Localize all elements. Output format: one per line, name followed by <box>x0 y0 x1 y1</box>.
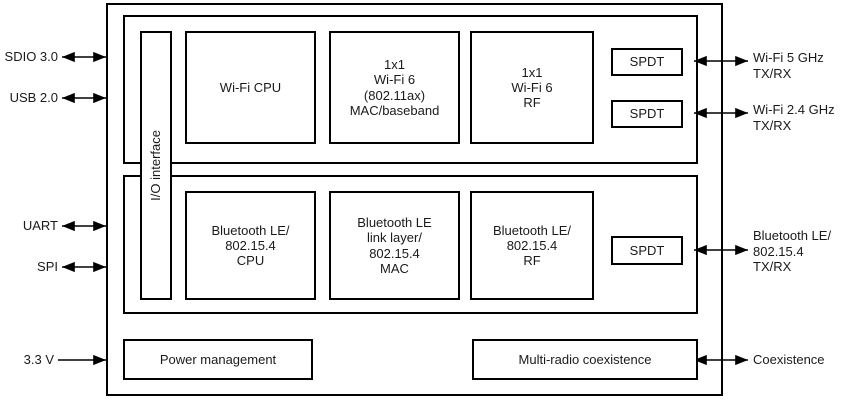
bt-cpu-block[interactable]: Bluetooth LE/ 802.15.4 CPU <box>185 191 316 300</box>
power-management-block[interactable]: Power management <box>123 339 313 380</box>
soc-outline <box>106 3 723 396</box>
spdt-wifi-24ghz-label: SPDT <box>629 106 665 122</box>
wifi-rf-label: 1x1 Wi-Fi 6 RF <box>511 64 553 111</box>
bt-link-layer-block[interactable]: Bluetooth LE link layer/ 802.15.4 MAC <box>329 191 460 300</box>
wifi-rf-block[interactable]: 1x1 Wi-Fi 6 RF <box>470 31 594 144</box>
bluetooth-subsystem-outline <box>123 175 698 314</box>
port-bt-label: Bluetooth LE/ 802.15.4 TX/RX <box>753 228 832 275</box>
bt-rf-label: Bluetooth LE/ 802.15.4 RF <box>492 222 572 269</box>
spdt-wifi-24ghz-block[interactable]: SPDT <box>611 100 683 128</box>
wifi-subsystem-outline <box>123 15 698 164</box>
multi-radio-coexistence-label: Multi-radio coexistence <box>518 351 652 367</box>
spdt-wifi-5ghz-label: SPDT <box>629 54 665 70</box>
port-coexistence-label: Coexistence <box>753 352 825 367</box>
bt-cpu-label: Bluetooth LE/ 802.15.4 CPU <box>211 222 290 269</box>
bt-rf-block[interactable]: Bluetooth LE/ 802.15.4 RF <box>470 191 594 300</box>
multi-radio-coexistence-block[interactable]: Multi-radio coexistence <box>472 339 698 380</box>
port-wifi-5ghz-label: Wi-Fi 5 GHz TX/RX <box>753 50 824 81</box>
wifi-mac-baseband-label: 1x1 Wi-Fi 6 (802.11ax) MAC/baseband <box>349 56 440 118</box>
spdt-wifi-5ghz-block[interactable]: SPDT <box>611 48 683 76</box>
port-wifi-24ghz-label: Wi-Fi 2.4 GHz TX/RX <box>753 102 835 133</box>
wifi-cpu-label: Wi-Fi CPU <box>219 79 282 95</box>
spdt-bt-block[interactable]: SPDT <box>611 236 683 265</box>
power-management-label: Power management <box>159 351 277 367</box>
port-usb-label: USB 2.0 <box>9 90 58 105</box>
wifi-cpu-block[interactable]: Wi-Fi CPU <box>185 31 316 144</box>
bt-link-layer-label: Bluetooth LE link layer/ 802.15.4 MAC <box>357 214 432 276</box>
io-interface-label: I/O interface <box>148 130 164 201</box>
port-spi-label: SPI <box>37 259 58 274</box>
port-sdio-label: SDIO 3.0 <box>4 49 58 64</box>
port-power-label: 3.3 V <box>23 352 54 367</box>
port-uart-label: UART <box>22 218 58 233</box>
wifi-mac-baseband-block[interactable]: 1x1 Wi-Fi 6 (802.11ax) MAC/baseband <box>329 31 460 144</box>
spdt-bt-label: SPDT <box>629 242 665 258</box>
io-interface-block[interactable]: I/O interface <box>140 31 172 300</box>
